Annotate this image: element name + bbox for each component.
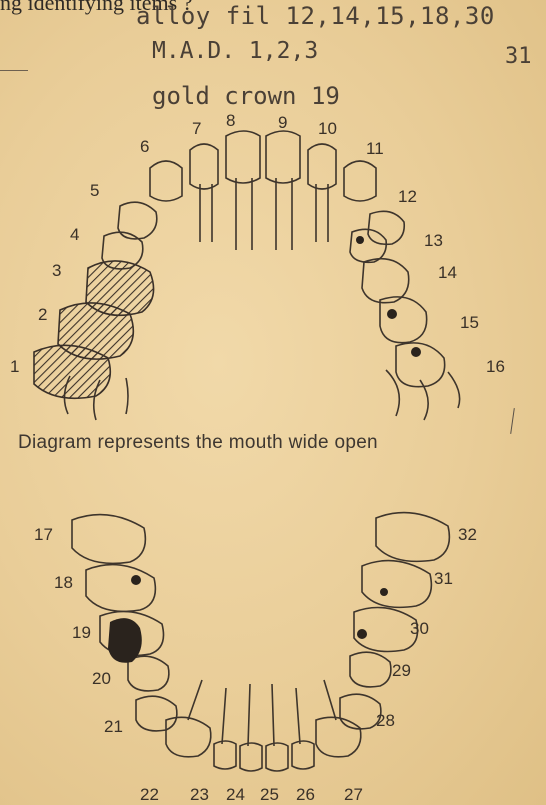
tooth-upper-15 — [380, 297, 427, 343]
tooth-upper-9 — [266, 131, 300, 183]
label-lower-18: 18 — [54, 573, 73, 592]
tooth-lower-17 — [72, 515, 145, 564]
tooth-lower-24 — [240, 743, 262, 771]
label-upper-14: 14 — [438, 263, 457, 282]
label-lower-26: 26 — [296, 785, 315, 804]
tooth-upper-14 — [362, 259, 409, 303]
label-lower-32: 32 — [458, 525, 477, 544]
tooth-lower-28 — [340, 694, 381, 729]
label-upper-1: 1 — [10, 357, 19, 376]
hatched-upper-molars — [34, 261, 154, 398]
tooth-lower-23 — [214, 741, 236, 769]
label-upper-3: 3 — [52, 261, 61, 280]
tooth-lower-27 — [316, 717, 361, 756]
label-lower-30: 30 — [410, 619, 429, 638]
label-lower-23: 23 — [190, 785, 209, 804]
tooth-lower-29 — [350, 652, 391, 687]
label-lower-31: 31 — [434, 569, 453, 588]
label-lower-19: 19 — [72, 623, 91, 642]
tooth-lower-21 — [136, 696, 177, 731]
tooth-lower-25 — [266, 743, 288, 771]
tooth-lower-26 — [292, 741, 314, 769]
label-lower-17: 17 — [34, 525, 53, 544]
tooth-upper-11 — [344, 161, 376, 201]
tooth-lower-31 — [362, 561, 431, 608]
gold-crown-19 — [108, 618, 142, 663]
label-upper-2: 2 — [38, 305, 47, 324]
tooth-lower-18 — [86, 565, 155, 612]
lower-number-labels: 17 18 19 20 21 22 23 24 25 26 27 28 29 3… — [34, 525, 477, 804]
label-upper-6: 6 — [140, 137, 149, 156]
label-lower-22: 22 — [140, 785, 159, 804]
label-upper-13: 13 — [424, 231, 443, 250]
label-upper-10: 10 — [318, 119, 337, 138]
label-lower-25: 25 — [260, 785, 279, 804]
label-upper-9: 9 — [278, 113, 287, 132]
label-upper-15: 15 — [460, 313, 479, 332]
tooth-upper-7 — [190, 144, 218, 189]
label-upper-16: 16 — [486, 357, 505, 376]
label-upper-12: 12 — [398, 187, 417, 206]
label-upper-5: 5 — [90, 181, 99, 200]
label-upper-4: 4 — [70, 225, 79, 244]
label-upper-11: 11 — [366, 139, 384, 158]
tooth-lower-22 — [166, 717, 211, 756]
tooth-upper-6 — [150, 161, 182, 201]
label-lower-29: 29 — [392, 661, 411, 680]
diagram-caption: Diagram represents the mouth wide open — [18, 432, 378, 454]
tooth-upper-8 — [226, 131, 260, 183]
tooth-lower-32 — [376, 513, 449, 562]
label-lower-20: 20 — [92, 669, 111, 688]
tooth-upper-1-hatched — [34, 345, 110, 398]
lower-fillings — [108, 575, 388, 663]
label-lower-24: 24 — [226, 785, 245, 804]
tooth-upper-10 — [308, 144, 336, 189]
label-upper-7: 7 — [192, 119, 201, 138]
label-upper-8: 8 — [226, 111, 235, 130]
tooth-upper-5 — [118, 202, 157, 239]
label-lower-27: 27 — [344, 785, 363, 804]
label-lower-28: 28 — [376, 711, 395, 730]
tooth-lower-20 — [128, 656, 169, 691]
label-lower-21: 21 — [104, 717, 123, 736]
